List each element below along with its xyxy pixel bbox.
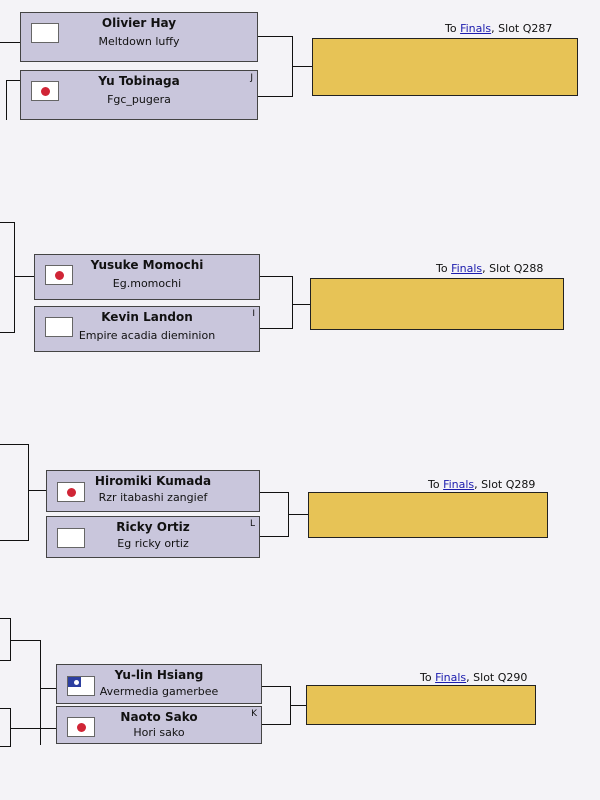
- bracket-line: [40, 640, 41, 745]
- player-name: Yusuke Momochi: [90, 258, 204, 272]
- slot-prefix: To: [420, 671, 436, 684]
- bracket-line: [0, 660, 11, 661]
- bracket-line: [292, 66, 312, 67]
- bracket-line: [0, 42, 20, 43]
- player-name: Ricky Ortiz: [116, 520, 190, 534]
- player-team: Fgc_pugera: [107, 93, 171, 106]
- bracket-line: [28, 490, 46, 491]
- player-team: Rzr itabashi zangief: [98, 491, 208, 504]
- slot-label: To Finals, Slot Q287: [445, 22, 552, 35]
- bracket-line: [262, 686, 290, 687]
- taiwan-flag-icon: [67, 676, 95, 696]
- japan-flag-icon: [67, 717, 95, 737]
- player-team: Hori sako: [133, 726, 185, 739]
- bracket-line: [6, 80, 7, 120]
- bracket-line: [262, 724, 290, 725]
- slot-label: To Finals, Slot Q289: [428, 478, 535, 491]
- finals-link[interactable]: Finals: [435, 671, 467, 684]
- slot-prefix: To: [436, 262, 452, 275]
- player-card[interactable]: Olivier Hay Meltdown luffy: [20, 12, 258, 62]
- bracket-line: [0, 222, 14, 223]
- slot-label: To Finals, Slot Q290: [420, 671, 527, 684]
- player-name: Olivier Hay: [101, 16, 177, 30]
- bracket-line: [14, 276, 34, 277]
- bracket-line: [0, 708, 10, 709]
- slot-label: To Finals, Slot Q288: [436, 262, 543, 275]
- slot-suffix: , Slot Q288: [482, 262, 544, 275]
- usa-flag-icon: [45, 317, 73, 337]
- usa-flag-icon: [57, 528, 85, 548]
- bracket-line: [0, 746, 11, 747]
- bracket-line: [260, 276, 292, 277]
- japan-flag-icon: [45, 265, 73, 285]
- slot-prefix: To: [445, 22, 461, 35]
- player-card[interactable]: Yusuke Momochi Eg.momochi: [34, 254, 260, 300]
- japan-flag-icon: [57, 482, 85, 502]
- bracket-line: [40, 688, 56, 689]
- player-name: Kevin Landon: [101, 310, 193, 324]
- finals-link[interactable]: Finals: [460, 22, 492, 35]
- finals-link[interactable]: Finals: [443, 478, 475, 491]
- player-team: Eg ricky ortiz: [117, 537, 189, 550]
- bracket-line: [0, 618, 10, 619]
- finals-slot-box[interactable]: [306, 685, 536, 725]
- player-card[interactable]: Kevin Landon Empire acadia dieminion I: [34, 306, 260, 352]
- player-seed-letter: J: [250, 73, 253, 83]
- bracket-line: [292, 304, 310, 305]
- player-card[interactable]: Hiromiki Kumada Rzr itabashi zangief: [46, 470, 260, 512]
- france-flag-icon: [31, 23, 59, 43]
- bracket-line: [0, 540, 29, 541]
- bracket-line: [10, 728, 56, 729]
- player-card[interactable]: Yu-lin Hsiang Avermedia gamerbee: [56, 664, 262, 704]
- finals-slot-box[interactable]: [308, 492, 548, 538]
- bracket-line: [10, 618, 11, 660]
- finals-slot-box[interactable]: [310, 278, 564, 330]
- bracket-line: [292, 276, 293, 329]
- player-name: Naoto Sako: [120, 710, 198, 724]
- player-team: Avermedia gamerbee: [99, 685, 219, 698]
- player-card[interactable]: Ricky Ortiz Eg ricky ortiz L: [46, 516, 260, 558]
- player-name: Hiromiki Kumada: [94, 474, 212, 488]
- bracket-line: [260, 328, 292, 329]
- bracket-line: [28, 444, 29, 540]
- bracket-line: [6, 80, 20, 81]
- bracket-line: [258, 36, 292, 37]
- bracket-line: [14, 222, 15, 332]
- bracket-line: [10, 640, 40, 641]
- player-seed-letter: K: [251, 709, 257, 719]
- japan-flag-icon: [31, 81, 59, 101]
- bracket-line: [10, 708, 11, 746]
- finals-link[interactable]: Finals: [451, 262, 483, 275]
- player-seed-letter: L: [249, 519, 255, 529]
- bracket-line: [258, 96, 292, 97]
- bracket-line: [0, 332, 15, 333]
- bracket-line: [260, 492, 288, 493]
- bracket-line: [290, 705, 306, 706]
- player-name: Yu-lin Hsiang: [114, 668, 204, 682]
- player-card[interactable]: Naoto Sako Hori sako K: [56, 706, 262, 744]
- slot-suffix: , Slot Q287: [491, 22, 553, 35]
- player-team: Eg.momochi: [112, 277, 182, 290]
- slot-prefix: To: [428, 478, 444, 491]
- slot-suffix: , Slot Q289: [474, 478, 536, 491]
- bracket-line: [0, 444, 28, 445]
- player-team: Empire acadia dieminion: [78, 329, 216, 342]
- bracket-line: [260, 536, 288, 537]
- player-seed-letter: I: [252, 309, 255, 319]
- slot-suffix: , Slot Q290: [466, 671, 528, 684]
- player-team: Meltdown luffy: [98, 35, 180, 48]
- player-card[interactable]: Yu Tobinaga Fgc_pugera J: [20, 70, 258, 120]
- finals-slot-box[interactable]: [312, 38, 578, 96]
- bracket-line: [288, 514, 308, 515]
- player-name: Yu Tobinaga: [98, 74, 180, 88]
